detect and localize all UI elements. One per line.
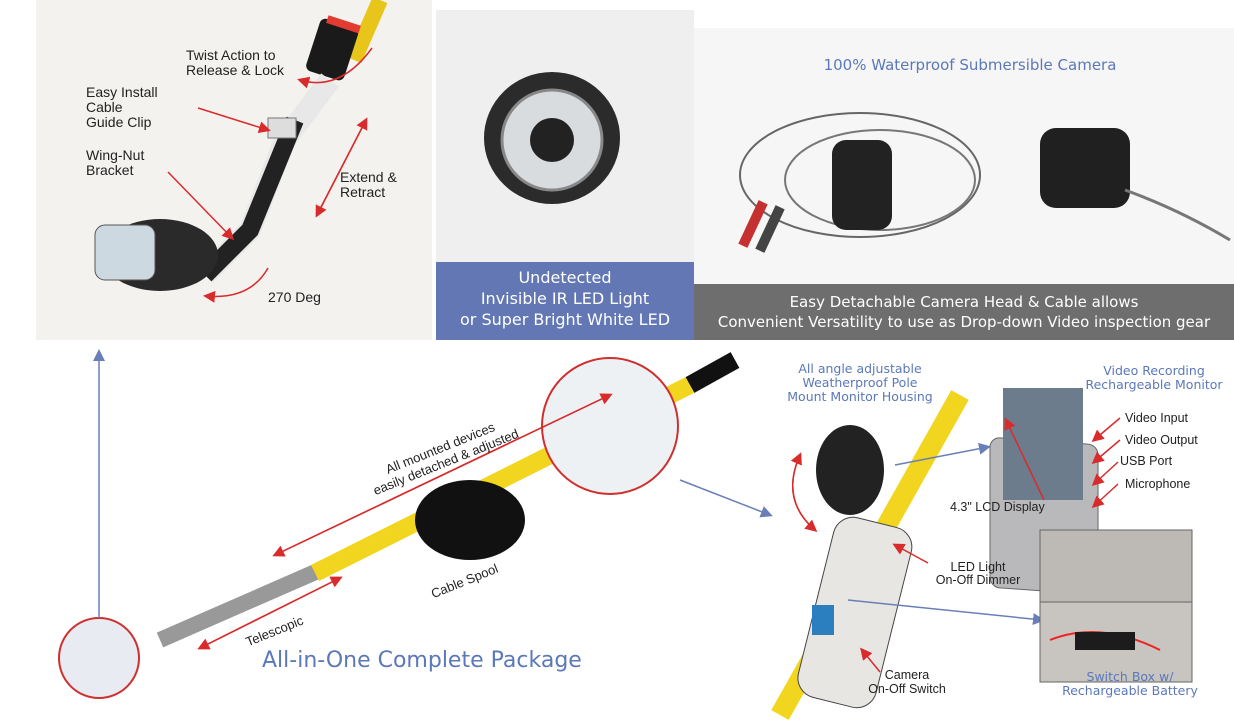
housing-drawing — [771, 390, 969, 720]
port-video-output: Video Output — [1125, 433, 1198, 447]
lcd-label: 4.3" LCD Display — [950, 500, 1045, 514]
pole-head-drawing — [94, 0, 388, 291]
extend-label: Extend &Retract — [340, 169, 397, 200]
ir-camera-drawing — [484, 72, 620, 204]
package-title: All-in-One Complete Package — [262, 648, 582, 673]
detach-band: Easy Detachable Camera Head & Cable allo… — [694, 284, 1234, 340]
rotation-label: 270 Deg — [268, 289, 321, 305]
port-microphone: Microphone — [1125, 477, 1191, 491]
switch-box-label: Switch Box w/Rechargeable Battery — [1062, 669, 1198, 698]
switch-box-drawing — [1039, 529, 1193, 683]
cable-camera-drawing — [738, 112, 1231, 253]
waterproof-title: 100% Waterproof Submersible Camera — [823, 56, 1117, 74]
port-video-input: Video Input — [1125, 411, 1189, 425]
port-usb: USB Port — [1120, 454, 1173, 468]
